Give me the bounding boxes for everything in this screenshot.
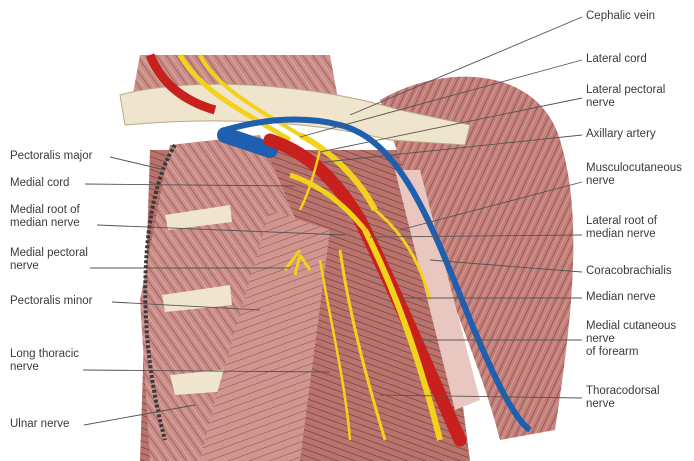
label-line: Axillary artery bbox=[586, 128, 656, 141]
label-line: nerve bbox=[586, 175, 682, 188]
label-medial-root-median: Medial root of median nerve bbox=[10, 204, 80, 230]
label-line: of forearm bbox=[586, 346, 676, 359]
label-line: Long thoracic bbox=[10, 348, 79, 361]
label-line: Cephalic vein bbox=[586, 10, 655, 23]
label-line: nerve bbox=[586, 333, 676, 346]
label-line: median nerve bbox=[586, 228, 657, 241]
label-pectoralis-minor: Pectoralis minor bbox=[10, 295, 92, 308]
label-line: Pectoralis minor bbox=[10, 295, 92, 308]
label-medial-cord: Medial cord bbox=[10, 177, 69, 190]
label-line: Median nerve bbox=[586, 291, 656, 304]
label-line: nerve bbox=[586, 398, 660, 411]
label-line: Medial cord bbox=[10, 177, 69, 190]
label-line: median nerve bbox=[10, 217, 80, 230]
label-axillary-artery: Axillary artery bbox=[586, 128, 656, 141]
label-line: Medial root of bbox=[10, 204, 80, 217]
label-line: Medial cutaneous bbox=[586, 320, 676, 333]
label-line: Musculocutaneous bbox=[586, 162, 682, 175]
label-line: nerve bbox=[10, 260, 88, 273]
label-lateral-root-median: Lateral root of median nerve bbox=[586, 215, 657, 241]
label-line: Pectoralis major bbox=[10, 150, 92, 163]
label-median-nerve: Median nerve bbox=[586, 291, 656, 304]
label-ulnar-nerve: Ulnar nerve bbox=[10, 418, 69, 431]
label-coracobrachialis: Coracobrachialis bbox=[586, 265, 672, 278]
label-line: Ulnar nerve bbox=[10, 418, 69, 431]
label-lateral-pectoral: Lateral pectoral nerve bbox=[586, 84, 665, 110]
label-thoracodorsal: Thoracodorsal nerve bbox=[586, 385, 660, 411]
label-line: Lateral root of bbox=[586, 215, 657, 228]
label-line: nerve bbox=[586, 97, 665, 110]
label-long-thoracic: Long thoracic nerve bbox=[10, 348, 79, 374]
label-line: Lateral cord bbox=[586, 53, 647, 66]
label-lateral-cord: Lateral cord bbox=[586, 53, 647, 66]
label-cephalic-vein: Cephalic vein bbox=[586, 10, 655, 23]
label-line: Medial pectoral bbox=[10, 247, 88, 260]
label-line: Thoracodorsal bbox=[586, 385, 660, 398]
label-line: Lateral pectoral bbox=[586, 84, 665, 97]
label-pectoralis-major: Pectoralis major bbox=[10, 150, 92, 163]
label-musculocutaneous: Musculocutaneous nerve bbox=[586, 162, 682, 188]
label-medial-cutaneous: Medial cutaneous nerve of forearm bbox=[586, 320, 676, 359]
label-medial-pectoral: Medial pectoral nerve bbox=[10, 247, 88, 273]
label-line: nerve bbox=[10, 361, 79, 374]
label-line: Coracobrachialis bbox=[586, 265, 672, 278]
